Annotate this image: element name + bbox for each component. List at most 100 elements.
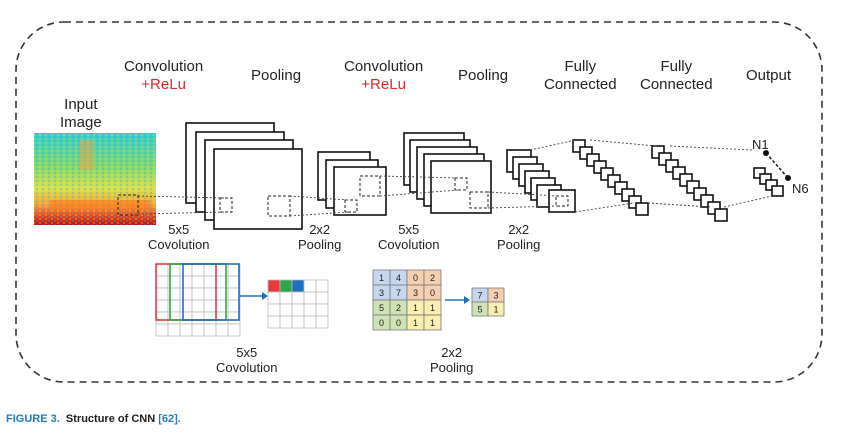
output-cell bbox=[267, 315, 281, 329]
pool-input-value: 5 bbox=[379, 303, 384, 313]
neuron bbox=[771, 185, 784, 197]
grid-cell bbox=[227, 299, 241, 313]
neuron bbox=[714, 208, 728, 222]
pool-input-value: 1 bbox=[413, 318, 418, 328]
grid-cell bbox=[227, 263, 241, 277]
grid-cell bbox=[215, 323, 229, 337]
output-cell bbox=[315, 315, 329, 329]
pool-input-value: 2 bbox=[396, 303, 401, 313]
grid-cell bbox=[155, 311, 169, 325]
output-neurons bbox=[753, 167, 784, 197]
pool-input-value: 0 bbox=[413, 273, 418, 283]
pool-input-value: 1 bbox=[430, 303, 435, 313]
grid-cell bbox=[179, 275, 193, 289]
outer-dashed-border bbox=[15, 21, 823, 383]
grid-cell bbox=[155, 323, 169, 337]
grid-cell bbox=[179, 299, 193, 313]
grid-cell bbox=[227, 287, 241, 301]
grid-cell bbox=[191, 323, 205, 337]
output-cell bbox=[291, 303, 305, 317]
fc1-neurons bbox=[572, 139, 649, 216]
output-cell bbox=[279, 291, 293, 305]
grid-cell bbox=[203, 311, 217, 325]
grid-cell bbox=[167, 323, 181, 337]
input-spectrogram-image bbox=[34, 133, 156, 225]
grid-cell bbox=[191, 275, 205, 289]
output-cell bbox=[291, 291, 305, 305]
grid-cell bbox=[203, 263, 217, 277]
pool-input-value: 3 bbox=[379, 288, 384, 298]
pool-input-value: 0 bbox=[379, 318, 384, 328]
neuron bbox=[635, 202, 649, 216]
output-cell bbox=[279, 279, 293, 293]
node-n1-label: N1 bbox=[752, 137, 769, 152]
grid-cell bbox=[203, 323, 217, 337]
grid-cell bbox=[227, 323, 241, 337]
pool-output-cell bbox=[487, 301, 505, 317]
pool-input-value: 1 bbox=[413, 303, 418, 313]
conv-detail-example bbox=[155, 263, 329, 337]
grid-cell bbox=[179, 311, 193, 325]
pool-output-value: 5 bbox=[477, 305, 482, 315]
pool1-feature-maps bbox=[317, 151, 387, 216]
output-cell bbox=[279, 303, 293, 317]
grid-cell bbox=[191, 263, 205, 277]
output-cell bbox=[315, 291, 329, 305]
pool-input-value: 1 bbox=[379, 273, 384, 283]
output-cell bbox=[279, 315, 293, 329]
figure-caption: FIGURE 3. Structure of CNN [62]. bbox=[6, 413, 181, 425]
conv2-feature-maps bbox=[403, 132, 492, 214]
connection-lines bbox=[137, 139, 773, 217]
pool-output-value: 1 bbox=[493, 305, 498, 315]
output-cell bbox=[303, 315, 317, 329]
fc2-neurons bbox=[651, 145, 728, 222]
grid-cell bbox=[203, 287, 217, 301]
grid-cell bbox=[179, 323, 193, 337]
grid-cell bbox=[191, 311, 205, 325]
output-cell bbox=[315, 303, 329, 317]
output-layer-label: Output bbox=[746, 67, 792, 84]
pool2-feature-maps bbox=[506, 149, 576, 213]
output-cell bbox=[267, 279, 281, 293]
grid-cell bbox=[227, 311, 241, 325]
output-cell bbox=[291, 279, 305, 293]
grid-cell bbox=[227, 275, 241, 289]
output-cell bbox=[303, 279, 317, 293]
conv1-layer-label: Convolution+ReLu bbox=[124, 58, 204, 93]
grid-cell bbox=[179, 287, 193, 301]
output-cell bbox=[267, 303, 281, 317]
grid-cell bbox=[155, 275, 169, 289]
node-n6-dot bbox=[785, 175, 791, 181]
output-cell bbox=[291, 315, 305, 329]
input-receptive-field bbox=[117, 194, 139, 216]
node-n1-dot bbox=[763, 150, 769, 156]
grid-cell bbox=[191, 299, 205, 313]
grid-cell bbox=[203, 275, 217, 289]
conv1-feature-maps bbox=[185, 122, 303, 230]
output-cell bbox=[303, 291, 317, 305]
pool-input-value: 0 bbox=[396, 318, 401, 328]
grid-cell bbox=[155, 287, 169, 301]
pool-input-value: 4 bbox=[396, 273, 401, 283]
pool-output-value: 7 bbox=[477, 291, 482, 301]
output-cell bbox=[315, 279, 329, 293]
pool-input-value: 1 bbox=[430, 318, 435, 328]
pool1-layer-label: Pooling bbox=[251, 67, 302, 84]
pool-input-cell bbox=[423, 314, 442, 331]
grid-cell bbox=[203, 299, 217, 313]
grid-cell bbox=[191, 287, 205, 301]
output-cell bbox=[303, 303, 317, 317]
output-cell bbox=[267, 291, 281, 305]
pool2-layer-label: Pooling bbox=[458, 67, 509, 84]
node-n6-label: N6 bbox=[792, 181, 809, 196]
